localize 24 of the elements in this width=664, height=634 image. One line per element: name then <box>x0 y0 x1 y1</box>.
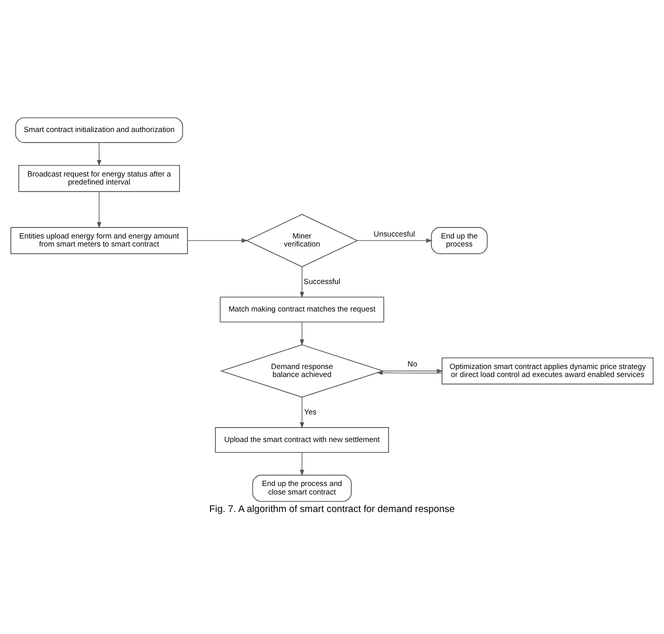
node-box: Upload the smart contract with new settlement <box>214 426 389 452</box>
arrow <box>356 238 432 242</box>
edge-label: Unsuccesful <box>374 228 415 238</box>
arrow <box>187 238 248 242</box>
arrow <box>300 452 304 476</box>
arrow <box>376 370 442 374</box>
arrow <box>96 190 102 228</box>
node-box: End up the process and close smart contract <box>252 474 352 502</box>
arrow <box>96 142 102 166</box>
node-box: Match making contract matches the request <box>220 296 384 322</box>
node-box: Smart contract initialization and authorization <box>15 116 184 143</box>
arrow <box>300 266 304 298</box>
arrow <box>300 396 304 428</box>
edge-label: No <box>408 359 418 368</box>
arrow <box>300 321 304 346</box>
node-box: Optimization smart contract applies dynamic price strategy or direct load control ad executes award enabled services <box>442 356 654 384</box>
edge-label: Successful <box>304 276 340 286</box>
node-diamond: Miner verification <box>246 213 358 267</box>
caption: Fig. 7. A algorithm of smart contract for demand response <box>209 503 455 514</box>
node-box: Entities upload energy form and energy amount from smart meters to smart contract <box>10 226 188 254</box>
node-box: End up the process <box>430 226 488 254</box>
node-box: Broadcast request for energy status after a predefined interval <box>18 164 180 192</box>
edge-label: Yes <box>304 406 316 416</box>
arrow <box>382 368 444 373</box>
